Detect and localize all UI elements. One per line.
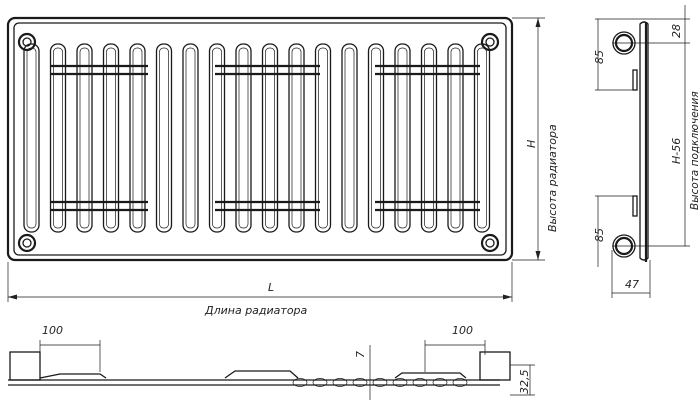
fin-section xyxy=(452,378,468,387)
upper-spacing-label: 85 xyxy=(593,50,606,64)
fin-inner xyxy=(397,47,408,229)
port xyxy=(480,32,500,52)
front-view xyxy=(6,16,514,262)
fin-section xyxy=(352,378,368,387)
length-symbol: L xyxy=(268,281,274,294)
fin xyxy=(447,43,464,233)
fin xyxy=(182,43,199,233)
left-offset-label: 100 xyxy=(42,324,63,337)
fin-inner xyxy=(238,47,249,229)
fin xyxy=(314,43,332,233)
gap-label: 7 xyxy=(354,351,367,358)
fin-inner xyxy=(26,47,37,229)
fin-inner xyxy=(291,47,302,229)
fin-inner xyxy=(132,47,143,229)
fin-inner xyxy=(185,47,196,229)
port-inner xyxy=(22,238,32,248)
port xyxy=(17,233,37,253)
fin xyxy=(288,43,305,233)
fin xyxy=(235,43,252,233)
length-caption: Длина радиатора xyxy=(204,304,308,317)
fin-section xyxy=(292,378,308,387)
port-inner xyxy=(485,238,495,248)
fin-inner xyxy=(265,47,275,229)
fin xyxy=(208,43,226,233)
fin-section xyxy=(412,378,428,387)
fin xyxy=(49,43,67,233)
height-dimension: H Высота радиатора xyxy=(512,17,559,261)
bottom-view: 100 100 7 32,5 xyxy=(8,324,535,400)
right-offset-label: 100 xyxy=(452,324,473,337)
port xyxy=(480,233,500,253)
bottom-depth-label: 32,5 xyxy=(518,370,531,395)
top-offset-label: 28 xyxy=(670,24,683,38)
fin-section xyxy=(432,378,448,387)
fin xyxy=(420,43,438,233)
convector-fins xyxy=(23,43,491,233)
fin-inner xyxy=(477,47,487,229)
connection-ports xyxy=(17,32,500,253)
fin xyxy=(129,43,146,233)
fin xyxy=(473,43,491,233)
port-inner xyxy=(485,37,495,47)
fin-inner xyxy=(424,47,434,229)
height-caption: Высота радиатора xyxy=(546,124,559,232)
port-inner xyxy=(22,37,32,47)
fin-inner xyxy=(318,47,328,229)
fin-inner xyxy=(371,47,381,229)
fin xyxy=(23,43,40,233)
fin xyxy=(155,43,173,233)
length-dimension: L Длина радиатора xyxy=(7,262,513,317)
fin-section xyxy=(372,378,388,387)
fin-section xyxy=(312,378,328,387)
depth-label: 47 xyxy=(625,278,639,291)
fin-inner xyxy=(212,47,222,229)
connection-caption: Высота подключения xyxy=(689,91,700,210)
radiator-outline xyxy=(6,16,514,262)
fin xyxy=(394,43,411,233)
fin-section xyxy=(392,378,408,387)
fin xyxy=(76,43,93,233)
connection-height-label: H-56 xyxy=(670,138,683,164)
fin-inner xyxy=(53,47,63,229)
connector-strips xyxy=(50,64,480,212)
fin-inner xyxy=(79,47,90,229)
fin-section xyxy=(332,378,348,387)
lower-spacing-label: 85 xyxy=(593,228,606,242)
port xyxy=(17,32,37,52)
fin-inner xyxy=(106,47,116,229)
fin-inner xyxy=(344,47,355,229)
fin xyxy=(367,43,385,233)
height-symbol: H xyxy=(525,140,538,148)
radiator-inner-outline xyxy=(13,22,507,256)
fin xyxy=(341,43,358,233)
fin xyxy=(261,43,279,233)
fin-inner xyxy=(450,47,461,229)
fin xyxy=(102,43,120,233)
fin-inner xyxy=(159,47,169,229)
side-view: 85 85 28 H-56 Высота подключения 47 xyxy=(593,5,700,298)
